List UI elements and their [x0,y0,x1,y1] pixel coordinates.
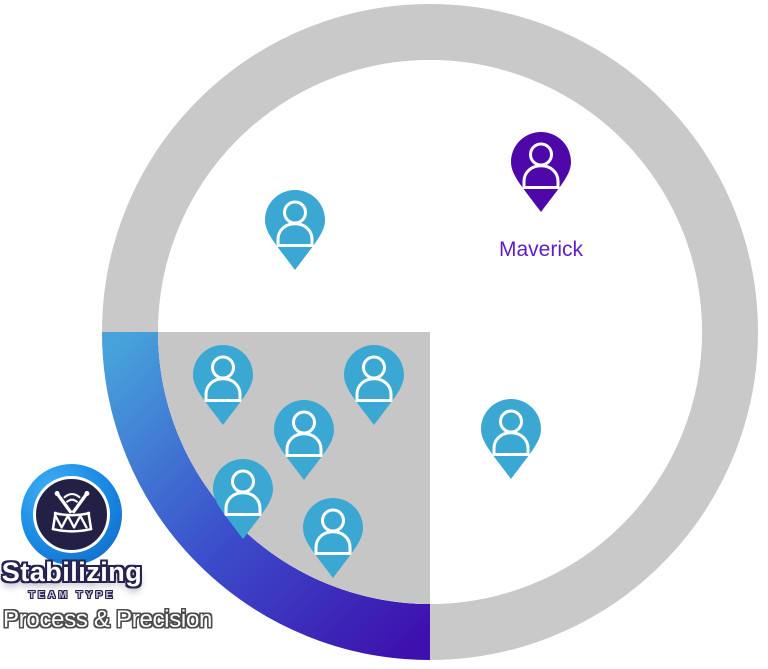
pin-label: Maverick [499,238,584,261]
drum-logo-disc [33,476,110,553]
drum-icon [51,490,92,533]
team-type-name: Stabilizing [1,557,143,587]
team-type-label: TEAM TYPE [28,589,116,601]
team-type-tagline: Process & Precision [3,606,213,633]
maverick-pin[interactable]: Maverick [499,131,584,261]
pins-layer: Maverick [192,131,584,579]
team-type-logo [21,464,122,565]
quadrant-arc-gradient [102,331,431,660]
